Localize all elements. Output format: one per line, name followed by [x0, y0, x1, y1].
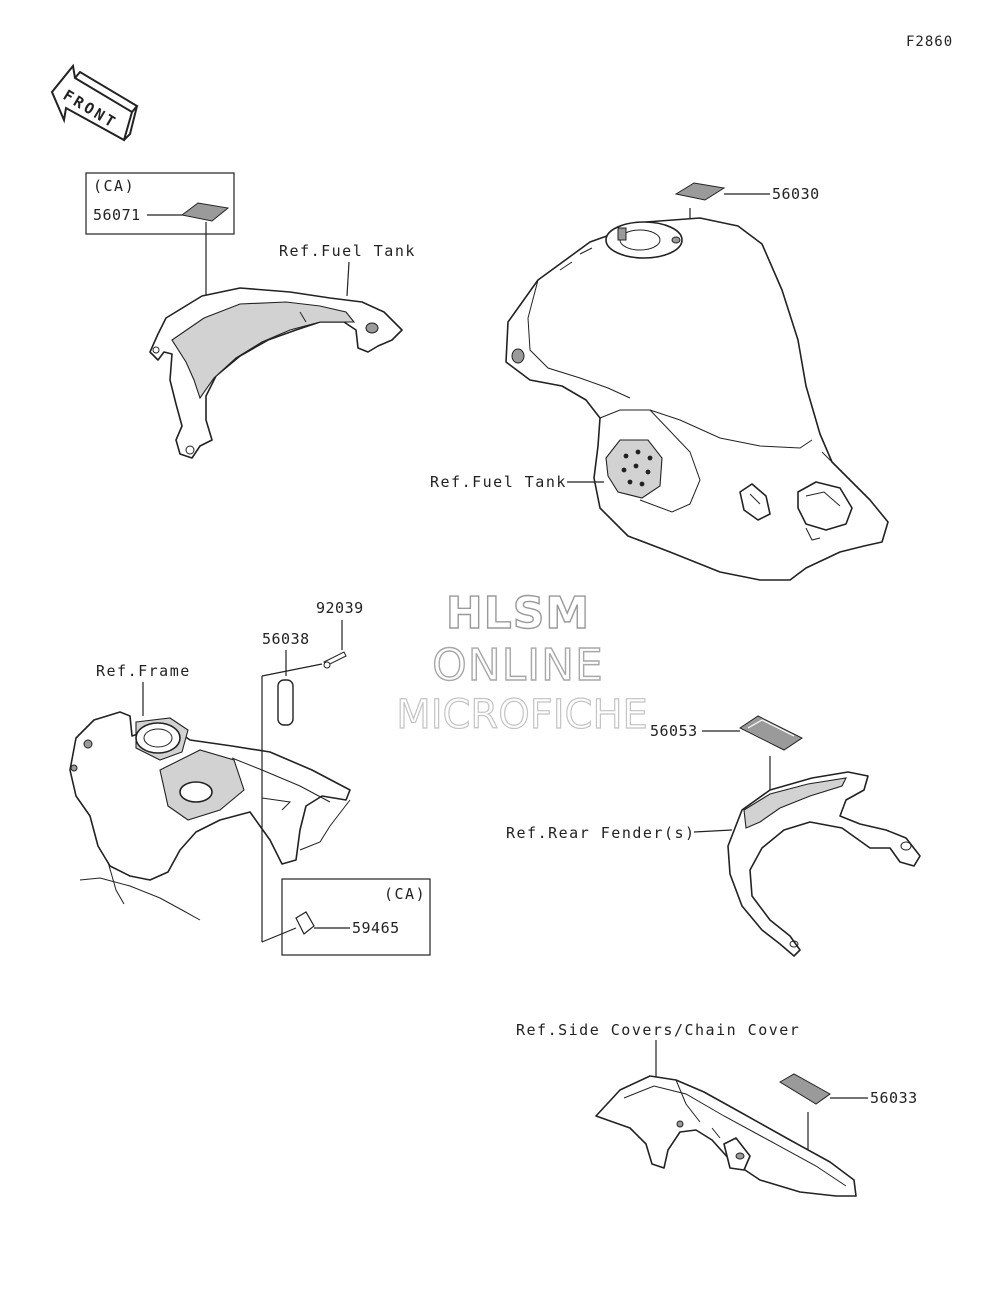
label-decal-56071[interactable]	[180, 202, 230, 222]
ref-side-covers[interactable]: Ref.Side Covers/Chain Cover	[516, 1021, 800, 1039]
bolt-pattern	[621, 449, 653, 487]
plate-56038[interactable]	[277, 679, 294, 726]
chain-cover-part	[595, 1075, 857, 1197]
part-number-56038[interactable]: 56038	[262, 630, 310, 648]
ref-frame[interactable]: Ref.Frame	[96, 662, 191, 680]
ca-box-56071: (CA) 56071	[85, 172, 235, 314]
rear-fender-part	[727, 771, 921, 957]
part-number-92039[interactable]: 92039	[316, 599, 364, 617]
tank-cover-part	[149, 287, 403, 459]
ca-label-1: (CA)	[93, 177, 135, 195]
label-decal-56033[interactable]	[779, 1073, 831, 1105]
ca-box-59465: (CA) 59465	[281, 878, 431, 956]
front-arrow-icon: FRONT	[50, 63, 139, 142]
part-number-56053[interactable]: 56053	[650, 722, 698, 740]
label-decal-56030[interactable]	[674, 182, 726, 201]
rivet-92039[interactable]	[323, 651, 347, 669]
watermark-line-1: HLSM	[446, 588, 590, 639]
watermark-line-2: ONLINE	[432, 640, 604, 691]
ref-fuel-tank-upper[interactable]: Ref.Fuel Tank	[279, 242, 416, 260]
ref-fuel-tank-lower[interactable]: Ref.Fuel Tank	[430, 473, 567, 491]
label-decal-59465[interactable]	[295, 911, 315, 935]
part-number-56071[interactable]: 56071	[93, 206, 141, 224]
part-number-59465[interactable]: 59465	[352, 919, 400, 937]
fuel-tank-part	[505, 217, 889, 581]
part-number-56030[interactable]: 56030	[772, 185, 820, 203]
ca-label-2: (CA)	[384, 885, 426, 903]
ref-rear-fender[interactable]: Ref.Rear Fender(s)	[506, 824, 696, 842]
watermark: HLSM ONLINE MICROFICHE	[396, 587, 649, 738]
part-number-56033[interactable]: 56033	[870, 1089, 918, 1107]
frame-part	[69, 711, 351, 921]
watermark-line-3: MICROFICHE	[396, 692, 648, 738]
figure-code: F2860	[906, 34, 953, 50]
label-decal-56053[interactable]	[739, 715, 803, 751]
